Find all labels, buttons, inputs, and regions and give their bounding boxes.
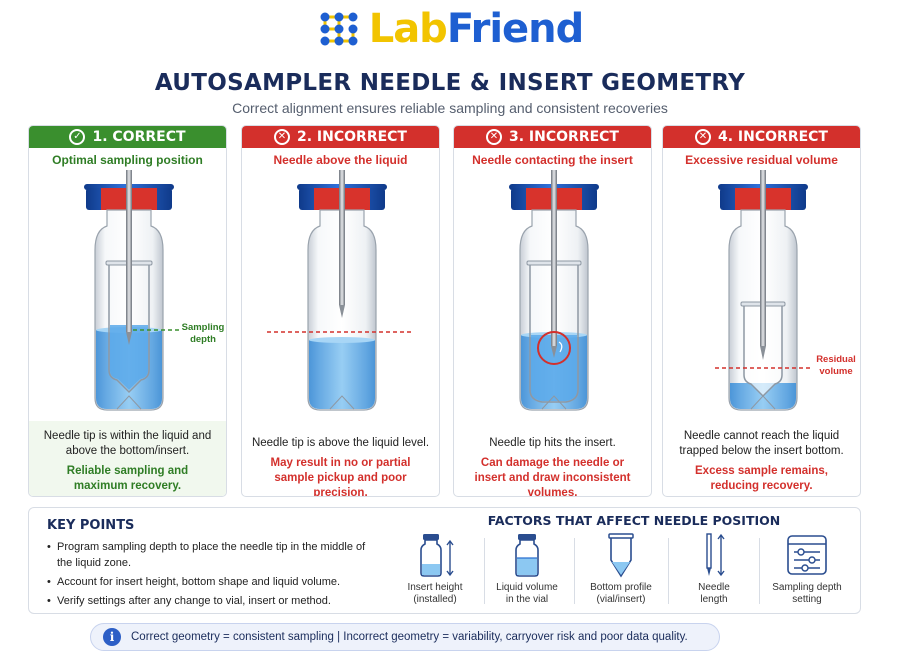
panel-footer: Needle tip hits the insert. Can damage t… xyxy=(454,421,651,497)
panel-subtitle: Needle contacting the insert xyxy=(472,153,633,167)
panel-subtitle: Excessive residual volume xyxy=(685,153,838,167)
panel-incorrect-4: ✕ 4. INCORRECT Excessive residual volume… xyxy=(662,125,861,497)
panel-header: ✓ 1. CORRECT xyxy=(29,126,226,148)
vial-diagram-residual xyxy=(715,170,813,411)
bottom-profile-icon xyxy=(608,533,634,578)
panel-description: Needle cannot reach the liquid trapped b… xyxy=(679,430,844,457)
panel-result: Reliable sampling and maximum recovery. xyxy=(66,465,189,492)
brand-logo: LabFriend xyxy=(0,6,900,52)
divider xyxy=(759,538,760,604)
panel-correct: ✓ 1. CORRECT Optimal sampling position S… xyxy=(28,125,227,497)
panel-incorrect-3: ✕ 3. INCORRECT Needle contacting the ins… xyxy=(453,125,652,497)
summary-note: i Correct geometry = consistent sampling… xyxy=(90,623,720,651)
divider xyxy=(574,538,575,604)
panel-description: Needle tip is within the liquid and abov… xyxy=(43,430,212,457)
key-points-title: KEY POINTS xyxy=(47,518,135,533)
panel-footer: Needle tip is within the liquid and abov… xyxy=(29,421,226,496)
panel-description: Needle tip is above the liquid level. xyxy=(251,437,430,449)
x-circle-icon: ✕ xyxy=(486,129,502,145)
panel-header: ✕ 2. INCORRECT xyxy=(242,126,439,148)
liquid-volume-icon xyxy=(515,534,539,577)
molecule-grid-icon xyxy=(320,12,358,46)
panel-subtitle: Needle above the liquid xyxy=(273,153,408,167)
divider xyxy=(484,538,485,604)
panel-header: ✕ 4. INCORRECT xyxy=(663,126,860,148)
page-subtitle: Correct alignment ensures reliable sampl… xyxy=(232,100,668,116)
vial-diagram-correct xyxy=(84,170,181,411)
needle-length-icon xyxy=(706,533,725,577)
brand-name-lab: Lab xyxy=(368,6,448,52)
key-points-list: Program sampling depth to place the need… xyxy=(47,539,377,612)
factor-insert-height: Insert height(installed) xyxy=(390,532,480,608)
key-point-item: Verify settings after any change to vial… xyxy=(47,593,377,609)
vial-diagram-needle-above xyxy=(267,170,412,411)
panel-result: Excess sample remains, reducing recovery… xyxy=(695,465,828,492)
key-point-item: Program sampling depth to place the need… xyxy=(47,539,377,571)
brand-name-friend: Friend xyxy=(446,6,584,52)
panel-header: ✕ 3. INCORRECT xyxy=(454,126,651,148)
summary-note-text: Correct geometry = consistent sampling |… xyxy=(131,631,688,643)
page-title: AUTOSAMPLER NEEDLE & INSERT GEOMETRY xyxy=(154,70,746,96)
residual-volume-label: Residual volume xyxy=(816,354,856,377)
info-icon: i xyxy=(103,628,121,646)
x-circle-icon: ✕ xyxy=(274,129,290,145)
sampling-depth-label: Sampling depth xyxy=(181,322,225,345)
sampling-depth-settings-icon xyxy=(787,535,827,575)
vial-diagram-needle-contact xyxy=(509,170,599,411)
check-circle-icon: ✓ xyxy=(69,129,86,145)
divider xyxy=(668,538,669,604)
factor-bottom-profile: Bottom profile(vial/insert) xyxy=(576,532,666,608)
factors-title: FACTORS THAT AFFECT NEEDLE POSITION xyxy=(487,513,781,528)
panel-result: Can damage the needle or insert and draw… xyxy=(474,457,631,497)
panel-footer: Needle cannot reach the liquid trapped b… xyxy=(663,421,860,496)
panel-result: May result in no or partial sample picku… xyxy=(270,457,411,497)
insert-height-icon xyxy=(420,534,454,577)
panel-subtitle: Optimal sampling position xyxy=(52,153,203,167)
panel-footer: Needle tip is above the liquid level. Ma… xyxy=(242,421,439,497)
x-circle-icon: ✕ xyxy=(695,129,711,145)
info-section: KEY POINTS Program sampling depth to pla… xyxy=(28,507,861,614)
panel-incorrect-2: ✕ 2. INCORRECT Needle above the liquid N… xyxy=(241,125,440,497)
panel-description: Needle tip hits the insert. xyxy=(489,437,616,449)
key-point-item: Account for insert height, bottom shape … xyxy=(47,574,377,590)
